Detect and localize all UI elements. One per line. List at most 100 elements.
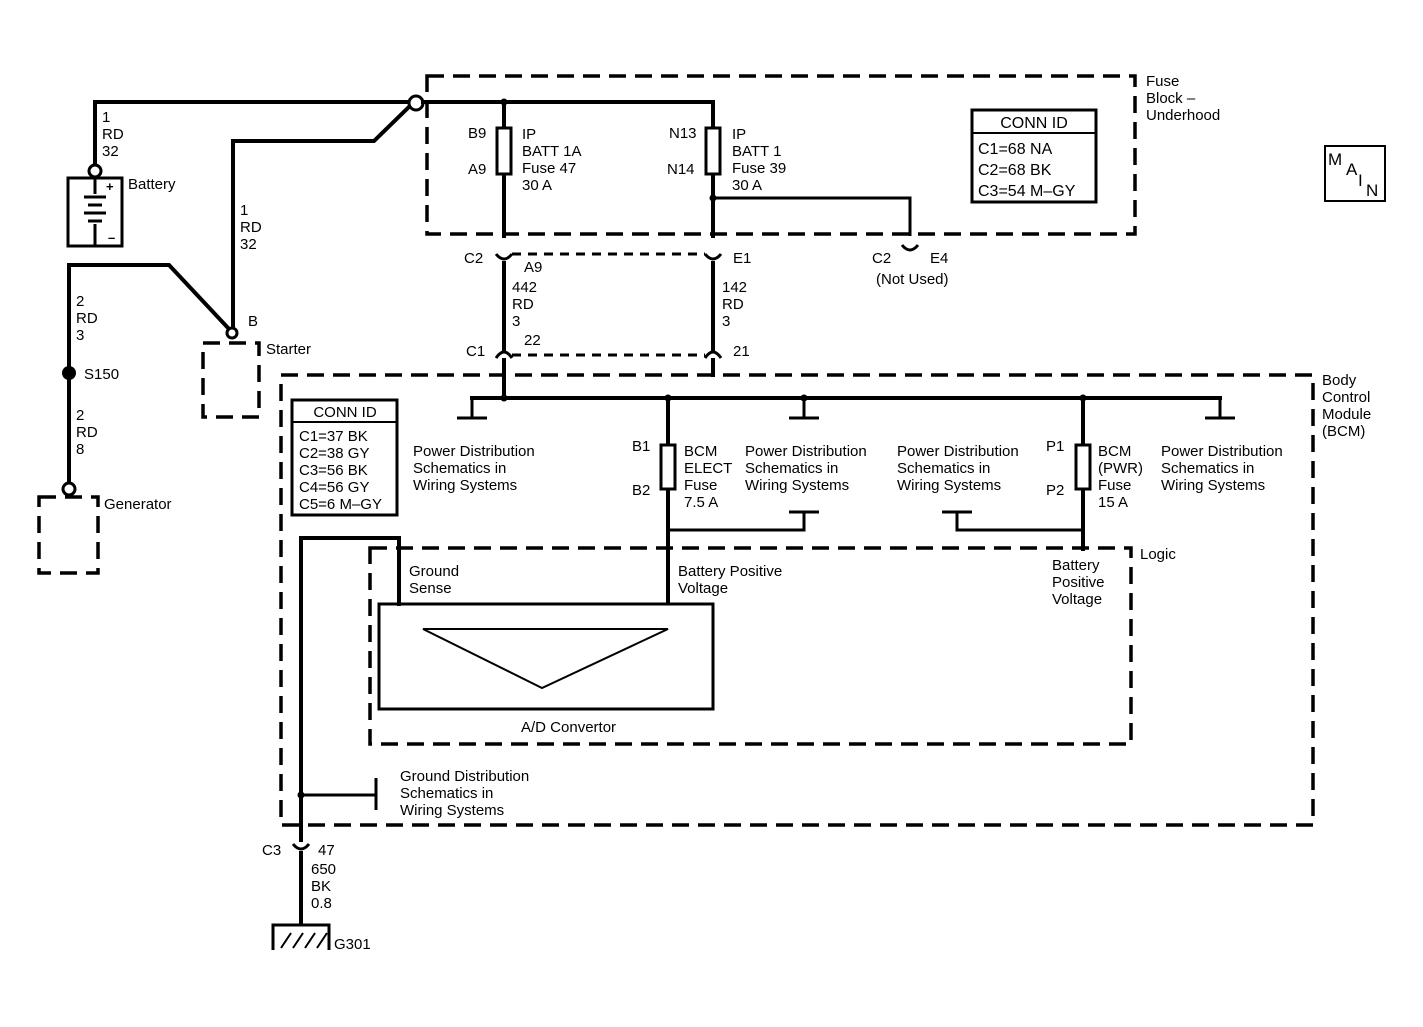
power-distribution-ref: Power Distribution Schematics in Wiring … [1161,443,1283,494]
splice-dot-icon [62,366,76,380]
battery-wiring: 1 RD 32 [87,100,414,179]
fuse-label: BATT 1 [732,143,781,160]
wire-color-label: RD [76,424,98,441]
fuse-label: Fuse 39 [732,160,786,177]
conn-id-row: C1=37 BK [299,428,368,445]
starter: Starter [201,341,311,419]
conn-id-title: CONN ID [313,404,377,421]
fuse-block-title: Underhood [1146,107,1220,124]
connector-c3-47: C3 47 [262,842,335,925]
svg-text:Power Distribution: Power Distribution [413,443,535,460]
conn-id-row: C3=54 M–GY [978,183,1076,200]
connector-pin: E4 [930,250,948,267]
fuse-39: N13 N14 IP BATT 1 Fuse 39 30 A [667,125,786,194]
battery-positive-label: Battery Positive [678,563,782,580]
body-control-module: Body Control Module (BCM) Power Distribu… [279,358,1371,842]
fuse-label: Fuse 47 [522,160,576,177]
svg-text:BK: BK [311,878,331,895]
wire-color-label: 2 [76,407,84,424]
connector-id: C2 [872,250,891,267]
battery-positive-label: Battery [1052,557,1100,574]
conn-id-row: C5=6 M–GY [299,496,382,513]
power-distribution-ref: Power Distribution Schematics in Wiring … [413,443,535,494]
fuse-block-underhood: Fuse Block – Underhood B9 A9 IP BATT 1A … [407,73,1220,238]
fuse-label: IP [732,126,746,143]
fuse-pin-label: B9 [468,125,486,142]
fuse-pin-label: P1 [1046,438,1064,455]
fuse-pin-label: B1 [632,438,650,455]
svg-text:A: A [1346,160,1358,179]
svg-text:3: 3 [512,313,520,330]
starter-label: Starter [266,341,311,358]
terminal-stud-icon [407,94,425,112]
connector-c2-e1: E1 [703,250,751,351]
conn-id-table-fuse-block: CONN ID C1=68 NA C2=68 BK C3=54 M–GY [970,108,1098,204]
connector-pin: 21 [733,343,750,360]
conn-id-row: C2=38 GY [299,445,369,462]
power-distribution-ref: Power Distribution Schematics in Wiring … [897,443,1019,494]
battery-positive-label: Voltage [678,580,728,597]
fuse-label: Fuse [684,477,717,494]
ground-label: G301 [334,936,371,953]
ground-distribution-ref: Ground Distribution Schematics in Wiring… [400,768,529,819]
fuse-label: ELECT [684,460,732,477]
wire-color-label: 1 [102,109,110,126]
circuit-142-label: 142 RD 3 [722,279,747,330]
svg-text:Wiring Systems: Wiring Systems [897,477,1001,494]
logic-label: Logic [1140,546,1176,563]
bcm-title: Module [1322,406,1371,423]
connector-c2-e4-not-used: C2 E4 (Not Used) [872,244,949,288]
conn-id-row: C2=68 BK [978,162,1052,179]
svg-text:RD: RD [512,296,534,313]
bcm-title: Body [1322,372,1357,389]
ground-icon [280,932,292,949]
ground-sense-label: Ground [409,563,459,580]
fuse-rating: 30 A [522,177,552,194]
battery-positive-label: Positive [1052,574,1105,591]
connector-id: C1 [466,343,485,360]
fuse-label: Fuse [1098,477,1131,494]
fuse-pin-label: B2 [632,482,650,499]
wire-color-label: RD [76,310,98,327]
svg-text:Power Distribution: Power Distribution [897,443,1019,460]
fuse-block-title: Block – [1146,90,1196,107]
connector-pin: E1 [733,250,751,267]
svg-text:RD: RD [722,296,744,313]
fuse-pin-label: N13 [669,125,697,142]
bcm-title: (BCM) [1322,423,1365,440]
fuse-pin-label: A9 [468,161,486,178]
connector-c1-21: 21 [703,343,750,360]
svg-text:3: 3 [722,313,730,330]
svg-text:Schematics in: Schematics in [400,785,493,802]
bcm-pwr-fuse: P1 P2 BCM (PWR) Fuse 15 A [1046,438,1143,511]
battery-positive-label: Voltage [1052,591,1102,608]
fuse-rating: 15 A [1098,494,1128,511]
bcm-title: Control [1322,389,1370,406]
conn-id-title: CONN ID [1000,115,1068,132]
svg-text:Schematics in: Schematics in [745,460,838,477]
fuse-label: BCM [1098,443,1131,460]
generator-label: Generator [104,496,172,513]
fuse-label: BATT 1A [522,143,581,160]
bcm-elect-fuse: B1 B2 BCM ELECT Fuse 7.5 A [632,438,732,511]
starter-wiring: 1 RD 32 B 2 RD 3 [67,101,415,369]
wire-color-label: RD [102,126,124,143]
battery-plus-icon: + [106,179,114,194]
wire-color-label: RD [240,219,262,236]
svg-text:142: 142 [722,279,747,296]
battery-minus-icon: – [108,230,115,245]
svg-text:Power Distribution: Power Distribution [745,443,867,460]
fuse-pin-label: P2 [1046,482,1064,499]
svg-text:Ground Distribution: Ground Distribution [400,768,529,785]
power-distribution-ref: Power Distribution Schematics in Wiring … [745,443,867,494]
fuse-rating: 30 A [732,177,762,194]
conn-id-row: C4=56 GY [299,479,369,496]
wire-gauge-label: 8 [76,441,84,458]
connector-note: (Not Used) [876,271,949,288]
main-badge: M A I N [1324,145,1386,202]
svg-text:Schematics in: Schematics in [1161,460,1254,477]
ground-g301: G301 [271,923,371,953]
connector-c2-a9: C2 A9 [464,250,542,351]
connector-pin: 22 [524,332,541,349]
starter-terminal-label: B [248,313,258,330]
